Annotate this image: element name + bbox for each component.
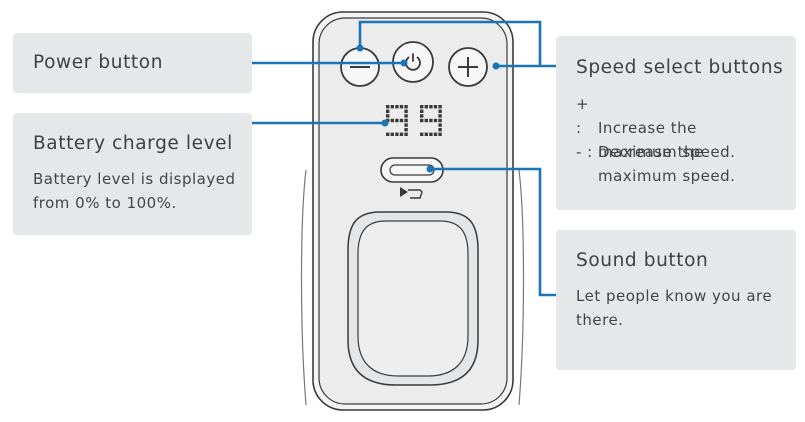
display-dot	[404, 105, 408, 109]
display-dot	[386, 114, 390, 118]
display-dot	[399, 132, 404, 136]
callout-speed-title: Speed select buttons	[576, 57, 784, 78]
device-side-right	[518, 169, 525, 406]
display-dot	[404, 109, 408, 113]
display-dot	[390, 132, 394, 136]
callout-battery-title: Battery charge level	[33, 133, 233, 154]
plus-icon	[458, 57, 478, 77]
speed-plus-line1: Increase the	[598, 119, 697, 137]
display-dot	[420, 114, 424, 118]
display-dot	[420, 105, 424, 109]
minus-button[interactable]	[340, 47, 380, 87]
callout-sound-desc: Let people know you are there.	[576, 287, 773, 329]
display-dot	[424, 118, 428, 123]
callout-sound-title: Sound button	[576, 250, 709, 271]
display-digit	[420, 105, 442, 136]
callout-power-title: Power button	[33, 52, 164, 73]
display-dot	[438, 132, 442, 136]
display-digit	[386, 105, 408, 136]
leader-dots	[356, 44, 500, 173]
speed-minus-item: - : Decrease the maximum speed.	[576, 140, 791, 188]
display-dot	[395, 105, 399, 109]
display-dot	[433, 105, 438, 109]
display-dot	[404, 118, 408, 123]
display-dot	[395, 132, 399, 136]
speed-minus-line2: maximum speed.	[598, 167, 736, 185]
display-dot	[433, 118, 438, 123]
display-dot	[438, 109, 442, 113]
leader-lines	[252, 20, 556, 297]
display-dot	[404, 132, 408, 136]
display-dot	[438, 118, 442, 123]
speed-minus-key: - :	[576, 143, 593, 161]
display-dot	[438, 105, 442, 109]
display-dot	[429, 132, 433, 136]
display-dot	[438, 128, 442, 132]
speed-plus-key: + :	[576, 95, 590, 137]
display-dot	[420, 109, 424, 113]
device-side-left	[300, 169, 307, 406]
display-dot	[386, 105, 390, 109]
callout-speed: Speed select buttons + : Increase the max…	[556, 36, 796, 210]
display-dot	[424, 105, 428, 109]
callout-sound: Sound button Let people know you are the…	[556, 230, 796, 370]
display-dot	[404, 128, 408, 132]
display-dot	[433, 132, 438, 136]
horn-icon	[400, 187, 423, 199]
display-dot	[438, 123, 442, 127]
display-dot	[386, 132, 390, 136]
battery-display	[386, 105, 442, 136]
display-dot	[420, 118, 424, 123]
display-dot	[399, 105, 404, 109]
display-dot	[438, 114, 442, 118]
display-dot	[404, 114, 408, 118]
display-dot	[404, 123, 408, 127]
display-dot	[386, 109, 390, 113]
leader-sound	[430, 167, 556, 297]
display-dot	[390, 105, 394, 109]
display-dot	[395, 118, 399, 123]
callout-battery-desc: Battery level is displayed from 0% to 10…	[33, 170, 236, 212]
display-dot	[399, 118, 404, 123]
leader-speed	[358, 20, 556, 68]
display-dot	[420, 132, 424, 136]
callout-power: Power button	[13, 33, 252, 93]
speed-plus-line2: maximum speed.	[598, 143, 736, 161]
speed-minus-line1: Decrease the	[598, 143, 704, 161]
plus-button[interactable]	[448, 47, 488, 87]
display-dot	[429, 105, 433, 109]
display-dot	[424, 132, 428, 136]
callout-battery: Battery charge level Battery level is di…	[13, 113, 252, 235]
thumb-pad-inner	[357, 220, 469, 377]
display-dot	[386, 118, 390, 123]
display-dot	[390, 118, 394, 123]
display-dot	[429, 118, 433, 123]
speed-plus-item: + : Increase the maximum speed.	[576, 92, 791, 164]
